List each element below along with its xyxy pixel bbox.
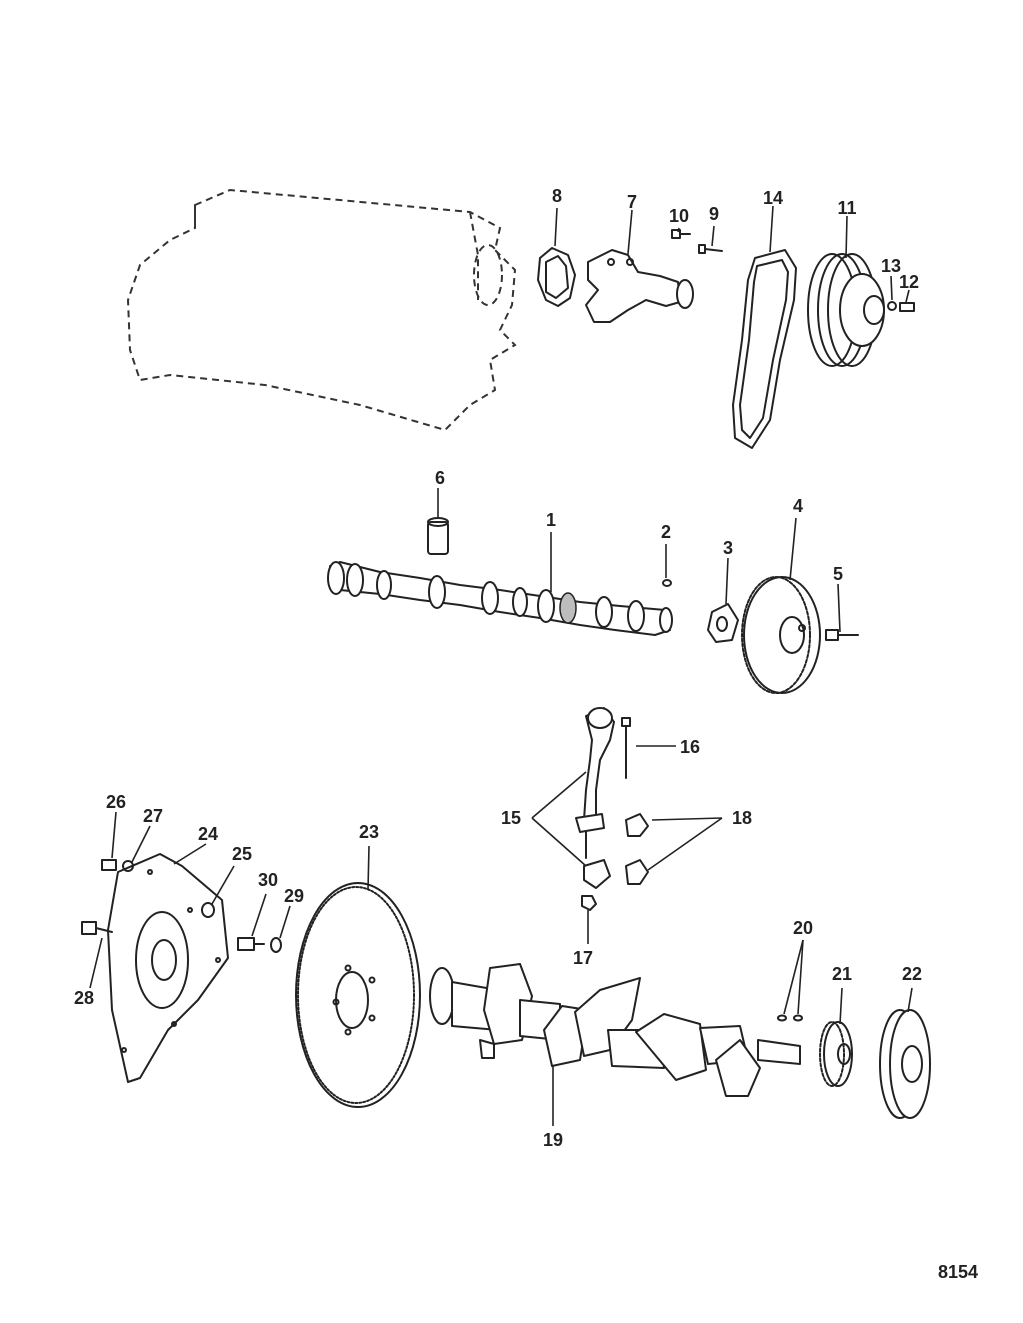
callout-20: 20 [793,918,813,938]
crankshaft-timing-gear [819,1021,853,1087]
camshaft [327,561,673,636]
flywheel-bolt [237,937,265,951]
callout-23: 23 [359,822,379,842]
pulley-bolt [899,302,915,312]
plate-washer-upper [122,860,134,872]
callout-11: 11 [837,198,856,218]
timing-gear-bolt [825,629,859,641]
callout-10: 10 [669,206,689,226]
water-pump-gasket [537,247,576,307]
callout-9: 9 [709,204,719,224]
callout-1: 1 [546,510,556,530]
crankshaft [429,963,801,1097]
callout-30: 30 [258,870,278,890]
callout-21: 21 [832,964,852,984]
valve-lifter [427,517,449,555]
crankshaft-keys [777,1014,803,1022]
flywheel-washer [270,937,282,953]
callout-7: 7 [627,192,637,212]
callout-26: 26 [106,792,126,812]
callout-3: 3 [723,538,733,558]
callout-18: 18 [732,808,752,828]
pump-bolt-long [698,244,723,254]
callout-14: 14 [763,188,783,208]
callout-5: 5 [833,564,843,584]
callout-28: 28 [74,988,94,1008]
crankshaft-pulley [807,253,885,367]
pulley-washer [887,301,897,311]
drive-belt [732,249,797,449]
camshaft-timing-gear [741,576,821,694]
flywheel [295,882,421,1108]
connecting-rod [575,707,615,889]
figure-number: 8154 [938,1262,978,1282]
callout-8: 8 [552,186,562,206]
callout-4: 4 [793,496,803,516]
callout-labels: 8 7 10 9 14 11 13 12 6 1 2 3 4 5 16 15 1… [74,186,978,1282]
plate-bolt-upper [101,859,117,871]
callout-2: 2 [661,522,671,542]
callout-24: 24 [198,824,218,844]
callout-12: 12 [899,272,919,292]
callout-19: 19 [543,1130,563,1150]
flywheel-housing-plate [107,853,229,1083]
camshaft-dowel-pin [662,579,672,587]
callout-15: 15 [501,808,521,828]
callout-25: 25 [232,844,252,864]
callout-22: 22 [902,964,922,984]
water-pump [585,249,694,323]
harmonic-balancer [879,1009,931,1119]
rod-nut [581,895,597,911]
rod-bearing-upper [625,813,649,837]
rod-bearing-lower [625,859,649,885]
callout-16: 16 [680,737,700,757]
callout-27: 27 [143,806,163,826]
leader-lines [89,205,913,1126]
callout-13: 13 [881,256,901,276]
plate-dowel [201,902,215,918]
plate-bolt-lower [81,921,113,935]
callout-6: 6 [435,468,445,488]
engine-block-outline [126,188,517,432]
rod-bolt [621,717,631,779]
pump-bolt-short [671,229,691,239]
camshaft-thrust-plate [707,603,739,643]
callout-17: 17 [573,948,593,968]
callout-29: 29 [284,886,304,906]
